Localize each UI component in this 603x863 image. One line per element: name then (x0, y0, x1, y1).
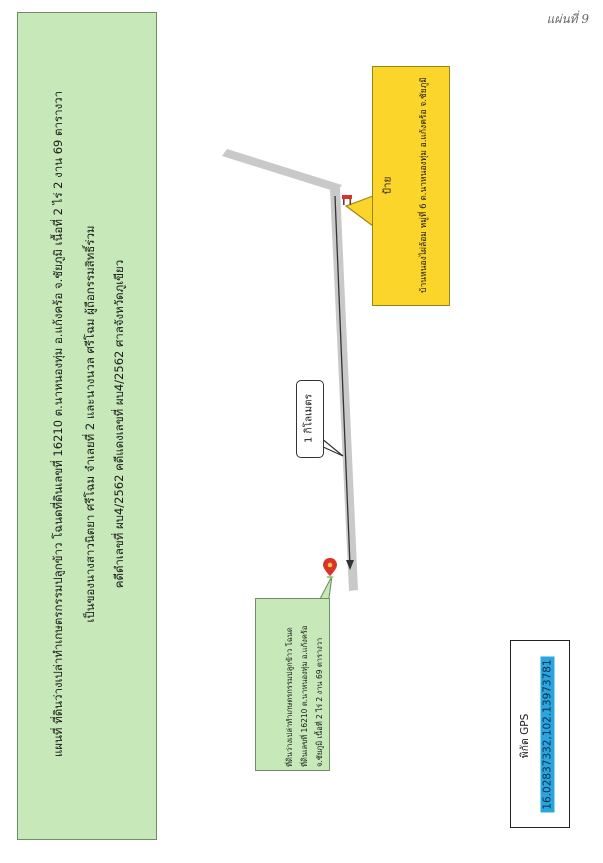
yellow-callout-text: บ้านหนองไผ่ล้อม หมู่ที่ 6 ต.นาหนองทุ่ม อ… (419, 77, 429, 293)
sheet-number-note: แผ่นที่ 9 (546, 12, 589, 26)
village-sign-callout (372, 66, 450, 306)
road-main (330, 188, 358, 591)
road-upper (222, 149, 342, 192)
gps-label-text: พิกัด GPS (519, 713, 531, 759)
distance-label-box (296, 380, 324, 458)
green-callout-line-2: ที่ดินเลขที่ 16210 ต.นาหนองทุ่ม อ.แก้งคร… (300, 625, 309, 767)
distance-label-pointer (320, 436, 344, 457)
map-title-box (17, 12, 157, 840)
green-callout-line-1: ที่ดินว่างเปล่าทำเกษตรกรรมปลูกข้าว โฉนด (285, 627, 294, 767)
green-callout-line-3: จ.ชัยภูมิ เนื้อที่ 2 ไร่ 2 งาน 69 ตารางว… (315, 637, 324, 767)
gps-value: 16.02837332,102.13973781 (540, 656, 555, 813)
yellow-callout-pointer (344, 195, 374, 228)
distance-label: 1 กิโลเมตร (303, 394, 315, 443)
gps-coordinate-box (510, 640, 570, 828)
route-line (334, 195, 351, 567)
gps-value-row: 16.02837332,102.13973781 (536, 645, 555, 825)
route-arrowhead (346, 560, 354, 570)
land-parcel-callout (255, 598, 330, 771)
gps-label: พิกัด GPS (513, 676, 533, 796)
yellow-callout-title: ป้าย (382, 176, 394, 195)
